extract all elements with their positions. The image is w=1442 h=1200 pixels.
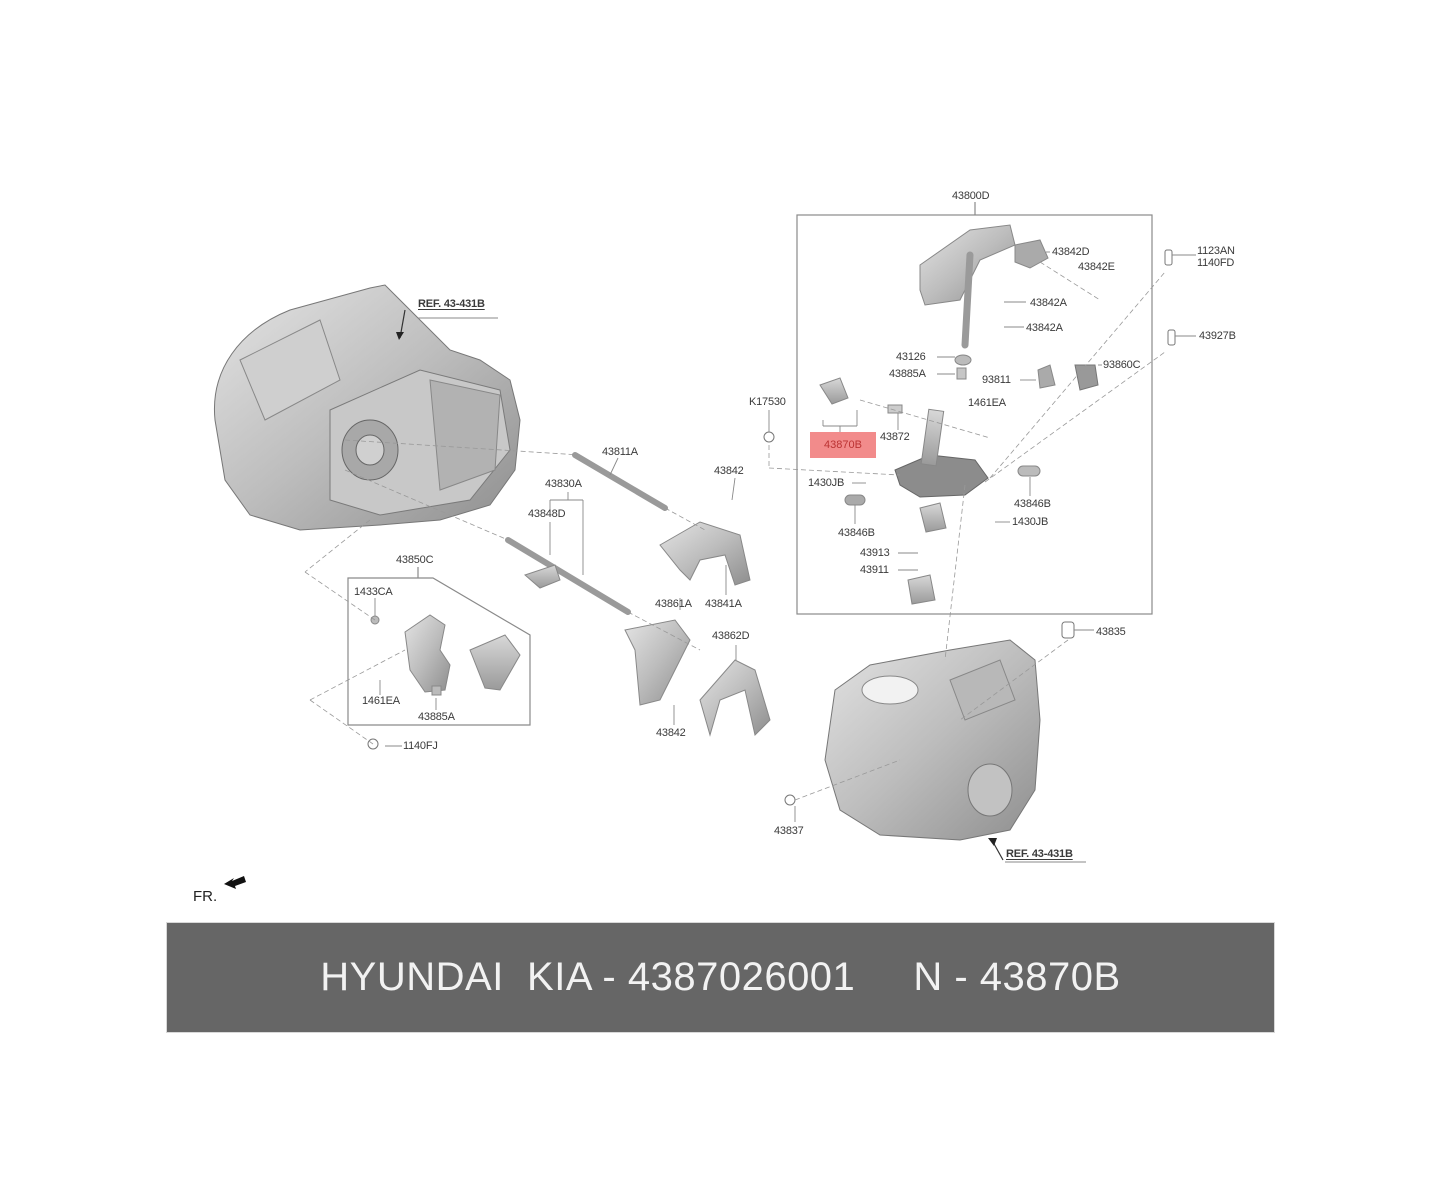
front-orientation-label: FR.	[193, 888, 218, 905]
callout-93860C: 93860C	[1103, 359, 1141, 371]
shift-fork-43841A	[659, 521, 751, 586]
transmission-case-left	[213, 284, 521, 531]
bolt-icons	[367, 249, 1176, 806]
callout-93811: 93811	[982, 374, 1011, 386]
reference-label-right: REF. 43-431B	[1006, 848, 1073, 860]
callout-1461EA: 1461EA	[362, 695, 400, 707]
callout-43927B: 43927B	[1199, 330, 1236, 342]
shift-lever-assembly-43850C	[370, 614, 521, 696]
shift-rail-43830A	[505, 537, 631, 615]
callout-43841A: 43841A	[705, 598, 742, 610]
callout-43846B: 43846B	[838, 527, 875, 539]
callout-1461EA: 1461EA	[968, 397, 1006, 409]
shift-fork-43861A	[624, 619, 691, 706]
leader-lines	[374, 251, 1196, 863]
callout-43126: 43126	[896, 351, 926, 363]
callout-43872: 43872	[880, 431, 910, 443]
callout-43850C: 43850C	[396, 554, 434, 566]
front-arrow-icon	[224, 876, 246, 889]
callout-43842A: 43842A	[1030, 297, 1067, 309]
dashed-alignment-lines	[304, 261, 1166, 801]
callout-1140FJ: 1140FJ	[403, 740, 438, 752]
reference-label-left: REF. 43-431B	[418, 298, 485, 310]
transmission-case-right	[824, 639, 1041, 841]
group-box-43800D	[796, 202, 1153, 615]
shift-lever-43800D	[919, 224, 1049, 380]
callout-43830A: 43830A	[545, 478, 582, 490]
callout-43862D: 43862D	[712, 630, 750, 642]
shift-rail-43811A	[572, 452, 668, 511]
callout-43811A: 43811A	[602, 446, 638, 458]
callout-1430JB: 1430JB	[808, 477, 845, 489]
callout-43885A: 43885A	[889, 368, 926, 380]
parts-diagram-drawing	[213, 202, 1196, 889]
part-number-text: HYUNDAI KIA - 4387026001 N - 43870B	[320, 955, 1121, 999]
part-number-banner: HYUNDAI KIA - 4387026001 N - 43870B	[166, 922, 1275, 1033]
callout-43842E: 43842E	[1078, 261, 1115, 273]
callout-43835: 43835	[1096, 626, 1126, 638]
callout-43842: 43842	[656, 727, 686, 739]
callout-43842D: 43842D	[1052, 246, 1090, 258]
callout-43846B: 43846B	[1014, 498, 1051, 510]
callout-43848D: 43848D	[528, 508, 566, 520]
callout-43800D: 43800D	[952, 190, 990, 202]
callout-43842A: 43842A	[1026, 322, 1063, 334]
highlighted-part-label: 43870B	[810, 432, 876, 458]
callout-43885A: 43885A	[418, 711, 455, 723]
callout-1123AN: 1123AN	[1197, 245, 1235, 257]
callout-43842: 43842	[714, 465, 744, 477]
shift-fork-43862D	[699, 659, 771, 737]
callout-43861A: 43861A	[655, 598, 692, 610]
callout-43911: 43911	[860, 564, 889, 576]
callout-43837: 43837	[774, 825, 804, 837]
callout-K17530: K17530	[749, 396, 786, 408]
callout-1433CA: 1433CA	[354, 586, 393, 598]
callout-1140FD: 1140FD	[1197, 257, 1235, 269]
callout-43913: 43913	[860, 547, 890, 559]
callout-1430JB: 1430JB	[1012, 516, 1049, 528]
group-box-43850C	[347, 567, 531, 726]
